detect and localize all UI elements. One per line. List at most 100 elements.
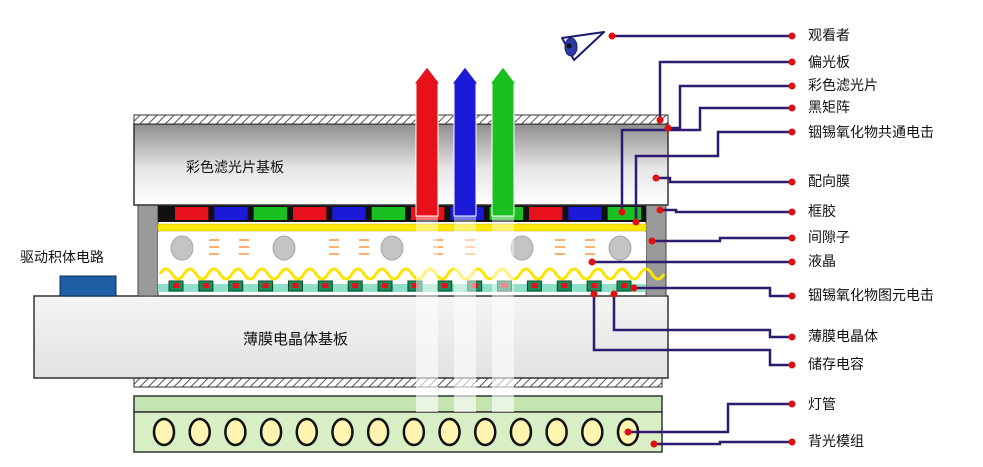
- cf-substrate-label: 彩色滤光片基板: [186, 159, 284, 176]
- driver-ic-chip: [59, 275, 117, 297]
- tft-gate: [411, 283, 418, 288]
- leader-line: [668, 84, 792, 130]
- spacer-ball: [380, 235, 404, 261]
- eye-icon: [561, 31, 605, 61]
- leader-dot: [590, 290, 598, 298]
- spacer-ball: [608, 235, 632, 261]
- leader-end-dot: [788, 208, 796, 216]
- spacer-ball: [510, 235, 534, 261]
- label-polarizer: 偏光板: [808, 55, 850, 71]
- color-filter-blue: [214, 207, 248, 220]
- leader-dot: [588, 258, 596, 266]
- lamp-tube: [295, 417, 319, 447]
- leader-end-dot: [788, 32, 796, 40]
- leader-dot: [664, 124, 672, 132]
- tft-gate: [531, 283, 538, 288]
- lamp-tube: [259, 417, 283, 447]
- leader-dot: [656, 206, 664, 214]
- top-polarizer: [133, 114, 669, 125]
- leader-end-dot: [788, 333, 796, 341]
- leader-line: [656, 176, 792, 184]
- label-storage-capacitor: 储存电容: [808, 356, 864, 373]
- leader-dot: [624, 428, 632, 436]
- tft-gate: [173, 283, 179, 288]
- leader-line: [634, 130, 792, 222]
- tft-gate: [262, 283, 269, 288]
- lamp-tube: [438, 417, 461, 447]
- color-arrows: [412, 66, 518, 217]
- label-liquid-crystal: 液晶: [808, 254, 836, 270]
- leader-end-dot: [788, 292, 796, 300]
- tft-gate: [382, 283, 389, 288]
- leader-dot: [652, 174, 660, 182]
- spacer-ball: [272, 235, 296, 261]
- tft-gate: [322, 283, 329, 288]
- light-beam-blue: [454, 216, 476, 412]
- leader-end-dot: [788, 438, 796, 446]
- leader-line: [620, 106, 792, 212]
- backlight-module: [133, 411, 663, 453]
- color-filter-green: [253, 207, 287, 220]
- label-frame-glue: 框胶: [808, 203, 836, 220]
- lamp-tube: [402, 417, 426, 447]
- leader-end-dot: [788, 128, 796, 136]
- leader-end-dot: [788, 234, 796, 242]
- lamp-tube: [331, 417, 354, 447]
- label-black-matrix: 黑矩阵: [808, 100, 850, 116]
- arrow-blue: [450, 66, 480, 217]
- backlight-top-sheet: [133, 395, 663, 413]
- leader-line: [634, 286, 792, 298]
- lamp-tube: [152, 417, 176, 447]
- leader-line: [654, 440, 792, 446]
- frame-glue-left: [137, 204, 159, 297]
- label-ito-pixel: 铟锡氧化物图元电击: [808, 288, 934, 304]
- leader-line: [652, 236, 792, 243]
- pixel-electrode-layer: [158, 284, 646, 292]
- arrow-green: [488, 66, 518, 217]
- tft-gate: [591, 283, 598, 288]
- tft-gate: [232, 283, 239, 288]
- light-beam-green: [492, 216, 514, 412]
- tft-gate: [202, 283, 209, 288]
- leader-end-dot: [788, 361, 796, 369]
- color-filter-green: [371, 207, 405, 220]
- leader-line: [660, 208, 792, 214]
- tft-gate: [561, 283, 568, 288]
- spacer-ball: [170, 235, 194, 261]
- lamp-tube: [509, 417, 533, 447]
- leader-lines: [592, 34, 792, 446]
- alignment-wave: [158, 267, 666, 281]
- leader-dot: [608, 32, 616, 40]
- tft-substrate: [33, 295, 669, 379]
- lamp-tube: [473, 417, 497, 447]
- color-filter-red: [529, 207, 563, 220]
- leader-dot: [618, 208, 626, 216]
- label-ito-common: 铟锡氧化物共通电击: [808, 125, 934, 141]
- label-viewer: 观看者: [808, 28, 850, 44]
- color-filter-blue: [332, 207, 366, 220]
- leader-dots: [588, 32, 796, 448]
- label-alignment-film: 配向膜: [808, 174, 850, 190]
- tft-gate: [292, 283, 299, 288]
- label-column: 观看者 偏光板 彩色滤光片 黑矩阵 铟锡氧化物共通电击 配向膜 框胶 间隙子 液…: [808, 28, 934, 450]
- color-filter-red: [175, 207, 209, 220]
- leader-dot: [648, 237, 656, 245]
- leader-line: [658, 60, 792, 120]
- leader-line: [592, 294, 792, 367]
- spacer-row: [170, 235, 632, 261]
- tft-substrate-label: 薄膜电晶体基板: [243, 330, 348, 348]
- lamp-row: [152, 417, 640, 447]
- light-beam-red: [416, 216, 438, 412]
- label-tft: 薄膜电晶体: [808, 329, 878, 345]
- leader-end-dot: [788, 178, 796, 186]
- label-backlight-module: 背光模组: [808, 434, 864, 450]
- driver-circuit-label: 驱动积体电路: [20, 250, 104, 266]
- leader-end-dot: [788, 104, 796, 112]
- leader-end-dot: [788, 82, 796, 90]
- bottom-polarizer: [133, 377, 663, 388]
- lamp-tube: [188, 417, 211, 447]
- lamp-tube: [224, 417, 247, 447]
- label-color-filter: 彩色滤光片: [808, 77, 878, 94]
- leader-dot: [656, 116, 664, 124]
